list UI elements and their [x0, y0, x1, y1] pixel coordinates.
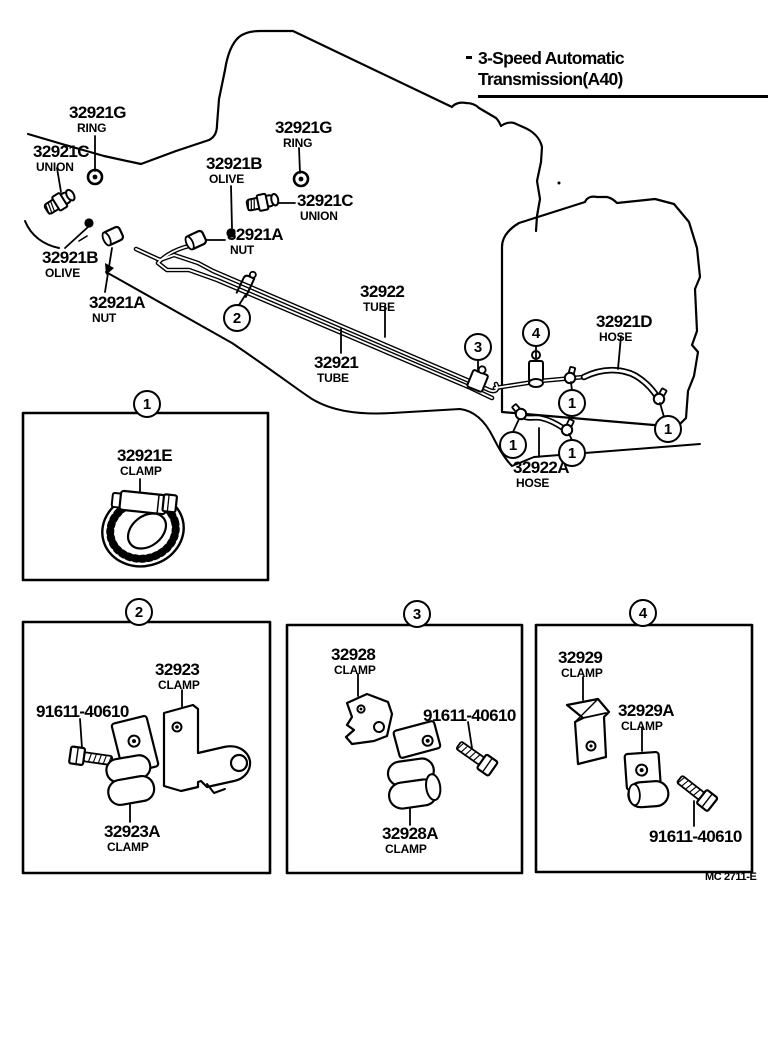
hose-32921d	[580, 366, 662, 402]
callout-1: 1	[654, 415, 682, 443]
olive-part	[83, 217, 95, 229]
callout-box2: 2	[125, 598, 153, 626]
callout-box3: 3	[403, 600, 431, 628]
label-bolt-box3: 91611-40610	[423, 706, 516, 725]
label-bolt-box4: 91611-40610	[649, 827, 742, 846]
dot-mark	[557, 181, 561, 185]
callout-box1: 1	[133, 390, 161, 418]
tube-bundle	[133, 242, 587, 401]
ring-part	[292, 170, 310, 188]
page-title: 3-Speed Automatic Transmission(A40)	[478, 48, 768, 98]
box2-parts	[67, 703, 252, 806]
box3-parts	[344, 692, 500, 810]
worm-clamp-drawing	[101, 489, 185, 568]
callout-1: 1	[558, 389, 586, 417]
ring-part	[86, 168, 104, 186]
title-tick	[466, 56, 472, 59]
engine-corner-curve	[24, 220, 60, 249]
detail-box-3	[285, 623, 524, 875]
callout-box4: 4	[629, 599, 657, 627]
callout-2: 2	[223, 304, 251, 332]
doc-code: MC 2711-E	[705, 871, 757, 883]
callout-4: 4	[522, 319, 550, 347]
callout-1: 1	[499, 431, 527, 459]
union-part	[41, 185, 79, 218]
engine-outline	[26, 29, 544, 233]
tube-clamp-2	[235, 270, 257, 298]
box4-parts	[565, 697, 719, 813]
callout-1: 1	[558, 439, 586, 467]
nut-part	[99, 224, 126, 248]
leader-arrow	[105, 263, 114, 275]
label-bolt-box2: 91611-40610	[36, 702, 129, 721]
tick-mark	[78, 235, 88, 242]
union-part	[244, 190, 281, 215]
callout-3: 3	[464, 333, 492, 361]
transmission-outline	[500, 195, 702, 429]
